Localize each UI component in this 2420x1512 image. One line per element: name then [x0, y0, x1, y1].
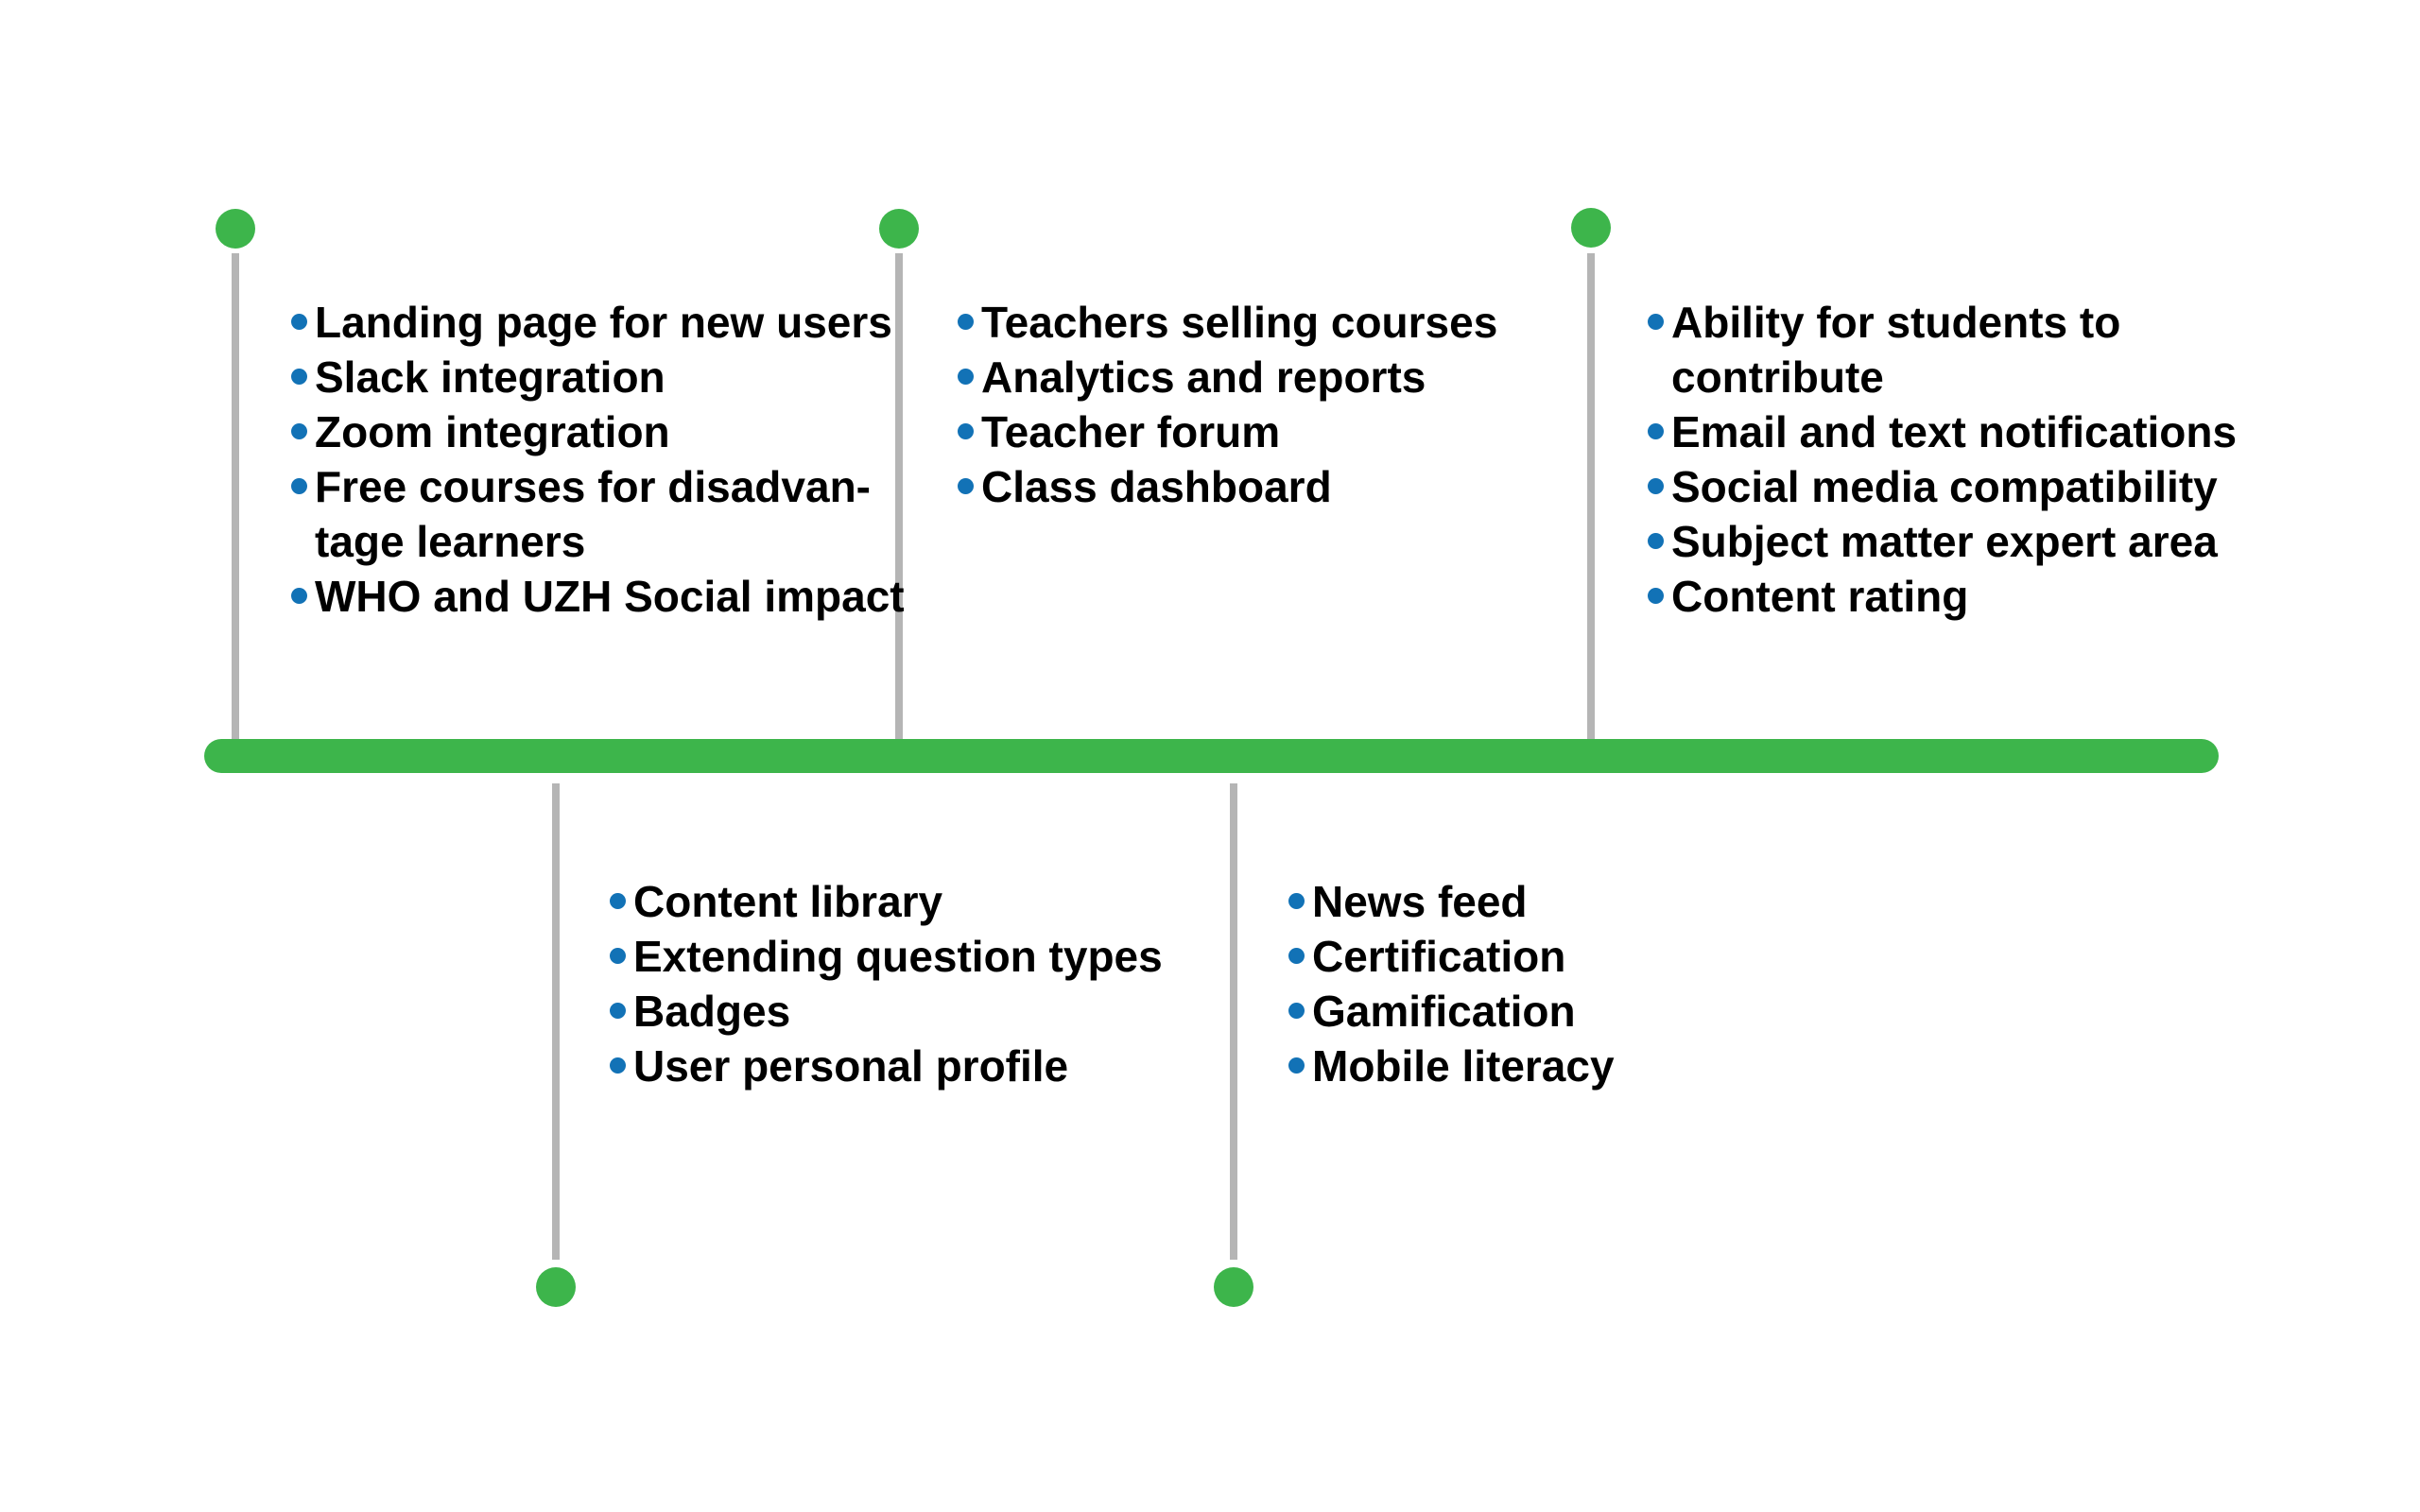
- milestone-dot-top-2: [879, 209, 919, 249]
- milestone-dot-top-3: [1571, 208, 1611, 248]
- feature-item: Free courses for disadvan- tage learners: [291, 459, 934, 569]
- bullet-icon: [291, 369, 307, 385]
- feature-item: Content rating: [1648, 569, 2290, 624]
- bullet-icon: [610, 948, 626, 964]
- feature-item: Certification: [1288, 929, 1931, 984]
- feature-text: Certification: [1312, 932, 1566, 981]
- feature-item: Gamification: [1288, 984, 1931, 1039]
- feature-text: Landing page for new users: [315, 298, 892, 347]
- feature-item: Teacher forum: [958, 404, 1600, 459]
- timeline-bar: [204, 739, 2219, 773]
- feature-item: Badges: [610, 984, 1253, 1039]
- bullet-icon: [1288, 1057, 1305, 1074]
- feature-item: Analytics and reports: [958, 350, 1600, 404]
- feature-item: Subject matter expert area: [1648, 514, 2290, 569]
- feature-text: Free courses for disadvan- tage learners: [315, 462, 871, 566]
- feature-text: Analytics and reports: [981, 352, 1426, 402]
- bullet-icon: [958, 423, 974, 439]
- feature-text: Slack integration: [315, 352, 666, 402]
- bullet-icon: [958, 314, 974, 330]
- connector-line-top-1: [232, 253, 239, 739]
- bullet-icon: [1648, 588, 1664, 604]
- bullet-icon: [1648, 478, 1664, 494]
- feature-text: Class dashboard: [981, 462, 1332, 511]
- bullet-icon: [291, 314, 307, 330]
- feature-text: Content rating: [1671, 572, 1969, 621]
- bullet-icon: [610, 1003, 626, 1019]
- feature-item: Class dashboard: [958, 459, 1600, 514]
- feature-item: Extending question types: [610, 929, 1253, 984]
- feature-text: Email and text notifications: [1671, 407, 2238, 456]
- feature-item: Slack integration: [291, 350, 934, 404]
- bullet-icon: [1648, 533, 1664, 549]
- bullet-icon: [291, 478, 307, 494]
- bullet-icon: [1288, 948, 1305, 964]
- bullet-icon: [1648, 314, 1664, 330]
- feature-text: News feed: [1312, 877, 1528, 926]
- feature-text: Badges: [633, 987, 791, 1036]
- milestone-dot-top-1: [216, 209, 255, 249]
- feature-text: Zoom integration: [315, 407, 670, 456]
- feature-text: Teacher forum: [981, 407, 1281, 456]
- feature-item: Teachers selling courses: [958, 295, 1600, 350]
- feature-item: Ability for students to contribute: [1648, 295, 2290, 404]
- feature-text: Subject matter expert area: [1671, 517, 2218, 566]
- feature-item: News feed: [1288, 874, 1931, 929]
- bullet-icon: [610, 893, 626, 909]
- bullet-icon: [1288, 1003, 1305, 1019]
- connector-line-top-3: [1587, 253, 1595, 739]
- feature-text: WHO and UZH Social impact: [315, 572, 905, 621]
- connector-line-top-2: [895, 253, 903, 739]
- feature-text: Social media compatibility: [1671, 462, 2218, 511]
- connector-line-bottom-2: [1230, 783, 1237, 1260]
- feature-text: Mobile literacy: [1312, 1041, 1615, 1091]
- feature-text: Teachers selling courses: [981, 298, 1498, 347]
- feature-item: Email and text notifications: [1648, 404, 2290, 459]
- bullet-icon: [1648, 423, 1664, 439]
- milestone-dot-bottom-2: [1214, 1267, 1253, 1307]
- feature-text: Content library: [633, 877, 943, 926]
- feature-text: Ability for students to contribute: [1671, 298, 2121, 402]
- feature-item: Content library: [610, 874, 1253, 929]
- connector-line-bottom-1: [552, 783, 560, 1260]
- bullet-icon: [958, 369, 974, 385]
- feature-item: User personal profile: [610, 1039, 1253, 1093]
- feature-item: Zoom integration: [291, 404, 934, 459]
- feature-item: Landing page for new users: [291, 295, 934, 350]
- feature-item: Mobile literacy: [1288, 1039, 1931, 1093]
- bullet-icon: [610, 1057, 626, 1074]
- bullet-icon: [291, 423, 307, 439]
- feature-item: Social media compatibility: [1648, 459, 2290, 514]
- feature-text: User personal profile: [633, 1041, 1069, 1091]
- bullet-icon: [291, 588, 307, 604]
- feature-item: WHO and UZH Social impact: [291, 569, 934, 624]
- bullet-icon: [1288, 893, 1305, 909]
- milestone-dot-bottom-1: [536, 1267, 576, 1307]
- feature-text: Gamification: [1312, 987, 1576, 1036]
- bullet-icon: [958, 478, 974, 494]
- feature-text: Extending question types: [633, 932, 1163, 981]
